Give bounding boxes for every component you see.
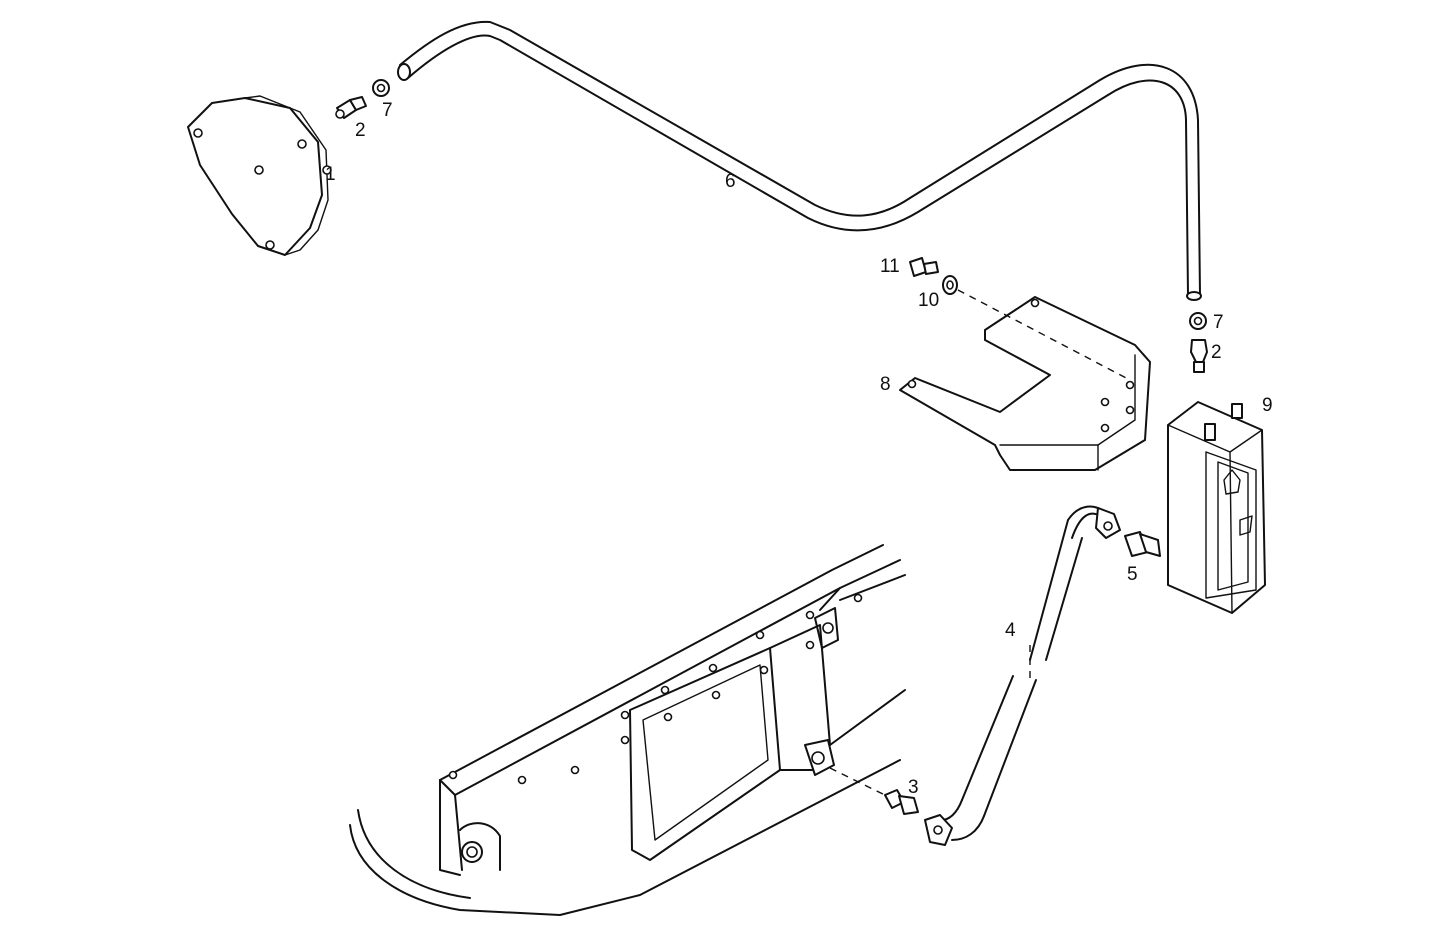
callout-2-right: 2 (1211, 342, 1222, 363)
engine-block (349, 544, 906, 916)
callout-7-top: 7 (382, 100, 393, 121)
nut-top (372, 79, 390, 97)
callout-5: 5 (1127, 564, 1138, 585)
bolt (909, 257, 939, 277)
pipe-long (397, 20, 1202, 301)
callout-6: 6 (725, 171, 736, 192)
washer (942, 275, 958, 295)
filter-housing (1167, 401, 1266, 614)
callout-1: 1 (325, 164, 336, 185)
callout-2-top: 2 (355, 120, 366, 141)
callout-3: 3 (908, 777, 919, 798)
union-fitting-right (1190, 339, 1208, 373)
callout-9: 9 (1262, 395, 1273, 416)
adapter-fitting (1124, 531, 1161, 557)
hose (924, 505, 1121, 846)
callout-11: 11 (880, 256, 900, 277)
callouts: 1 2 7 6 11 10 7 2 8 9 5 4 3 (325, 100, 1273, 798)
union-fitting-top (335, 96, 367, 119)
callout-10: 10 (918, 290, 939, 311)
assembly-lines (829, 289, 1131, 801)
callout-4: 4 (1005, 620, 1016, 641)
callout-8: 8 (880, 374, 891, 395)
nut-right (1189, 312, 1207, 330)
callout-7-right: 7 (1213, 312, 1224, 333)
bracket (899, 296, 1151, 471)
banjo-fitting (884, 789, 919, 815)
cover-plate (187, 95, 332, 256)
